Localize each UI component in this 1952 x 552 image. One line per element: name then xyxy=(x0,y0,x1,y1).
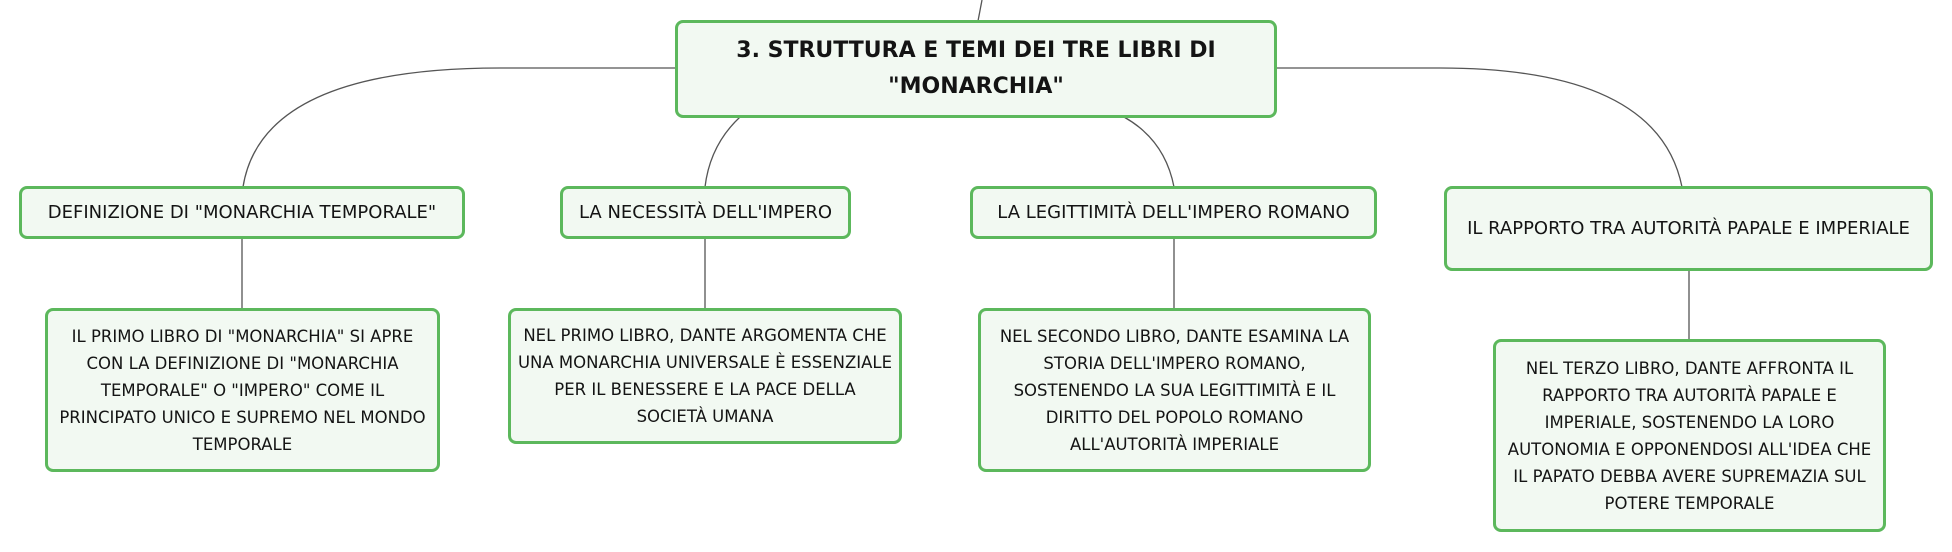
detail-node-rapporto[interactable]: NEL TERZO LIBRO, DANTE AFFRONTA IL RAPPO… xyxy=(1493,339,1886,532)
connector-root-to-topic-2 xyxy=(704,116,741,188)
detail-text: IL PRIMO LIBRO DI "MONARCHIA" SI APRE CO… xyxy=(59,326,426,454)
detail-text: NEL PRIMO LIBRO, DANTE ARGOMENTA CHE UNA… xyxy=(517,326,893,426)
topic-label: DEFINIZIONE DI "MONARCHIA TEMPORALE" xyxy=(47,201,437,223)
topic-label: LA NECESSITÀ DELL'IMPERO xyxy=(578,201,833,223)
topic-node-legittimita[interactable]: LA LEGITTIMITÀ DELL'IMPERO ROMANO xyxy=(970,186,1377,239)
topic-label: LA LEGITTIMITÀ DELL'IMPERO ROMANO xyxy=(997,201,1350,223)
detail-text: NEL SECONDO LIBRO, DANTE ESAMINA LA STOR… xyxy=(999,326,1350,454)
topic-node-rapporto[interactable]: IL RAPPORTO TRA AUTORITÀ PAPALE E IMPERI… xyxy=(1444,186,1933,271)
topic-node-necessita[interactable]: LA NECESSITÀ DELL'IMPERO xyxy=(560,186,851,239)
root-title: 3. STRUTTURA E TEMI DEI TRE LIBRI DI "MO… xyxy=(736,38,1216,99)
detail-node-definizione[interactable]: IL PRIMO LIBRO DI "MONARCHIA" SI APRE CO… xyxy=(45,308,440,472)
connector-root-to-topic-1 xyxy=(242,67,676,188)
topic-label: IL RAPPORTO TRA AUTORITÀ PAPALE E IMPERI… xyxy=(1467,217,1910,239)
connector-root-to-topic-4 xyxy=(1276,67,1683,188)
topic-node-definizione[interactable]: DEFINIZIONE DI "MONARCHIA TEMPORALE" xyxy=(19,186,465,239)
root-node[interactable]: 3. STRUTTURA E TEMI DEI TRE LIBRI DI "MO… xyxy=(675,20,1277,118)
connector-parent-to-root xyxy=(977,0,983,22)
detail-node-legittimita[interactable]: NEL SECONDO LIBRO, DANTE ESAMINA LA STOR… xyxy=(978,308,1371,472)
detail-node-necessita[interactable]: NEL PRIMO LIBRO, DANTE ARGOMENTA CHE UNA… xyxy=(508,308,902,444)
connector-root-to-topic-3 xyxy=(1123,116,1175,188)
detail-text: NEL TERZO LIBRO, DANTE AFFRONTA IL RAPPO… xyxy=(1507,358,1872,513)
